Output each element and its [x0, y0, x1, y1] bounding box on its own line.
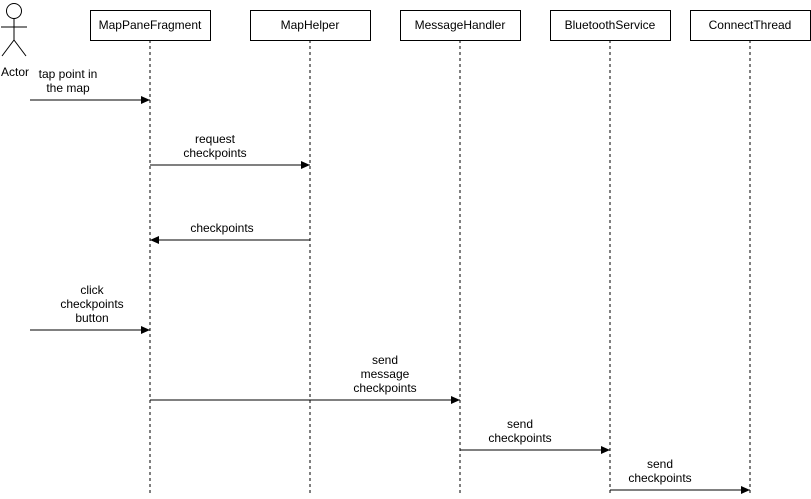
participant-label-connect-thread: ConnectThread: [709, 18, 792, 32]
participant-connect-thread: ConnectThread: [690, 10, 811, 495]
message-label: click: [80, 283, 104, 297]
message-label: checkpoints: [353, 381, 416, 395]
participant-box-bluetooth-service: [550, 10, 671, 41]
message-3: checkpoints: [150, 221, 310, 244]
participant-message-handler: MessageHandler: [400, 10, 521, 495]
message-label: checkpoints: [190, 221, 253, 235]
participant-box-map-helper: [250, 10, 371, 41]
participant-box-map-pane-fragment: [90, 10, 211, 41]
participant-label-bluetooth-service: BluetoothService: [565, 18, 656, 32]
message-label: send: [372, 353, 398, 367]
participant-label-message-handler: MessageHandler: [415, 18, 506, 32]
actor-figure: [1, 3, 27, 57]
participant-bluetooth-service: BluetoothService: [550, 10, 671, 495]
message-label: checkpoints: [60, 297, 123, 311]
message-label: send: [647, 457, 673, 471]
message-label: the map: [46, 81, 90, 95]
participant-label-map-pane-fragment: MapPaneFragment: [99, 18, 202, 32]
message-label: message: [361, 367, 410, 381]
participant-map-helper: MapHelper: [250, 10, 371, 495]
message-label: checkpoints: [628, 471, 691, 485]
actor-label: Actor: [1, 65, 29, 79]
message-label: checkpoints: [183, 146, 246, 160]
message-label: button: [75, 311, 108, 325]
message-label: send: [507, 417, 533, 431]
message-label: tap point in: [39, 67, 98, 81]
participant-map-pane-fragment: MapPaneFragment: [90, 10, 211, 495]
participant-box-message-handler: [400, 10, 521, 41]
message-label: checkpoints: [488, 431, 551, 445]
message-label: request: [195, 132, 236, 146]
participant-label-map-helper: MapHelper: [281, 18, 340, 32]
